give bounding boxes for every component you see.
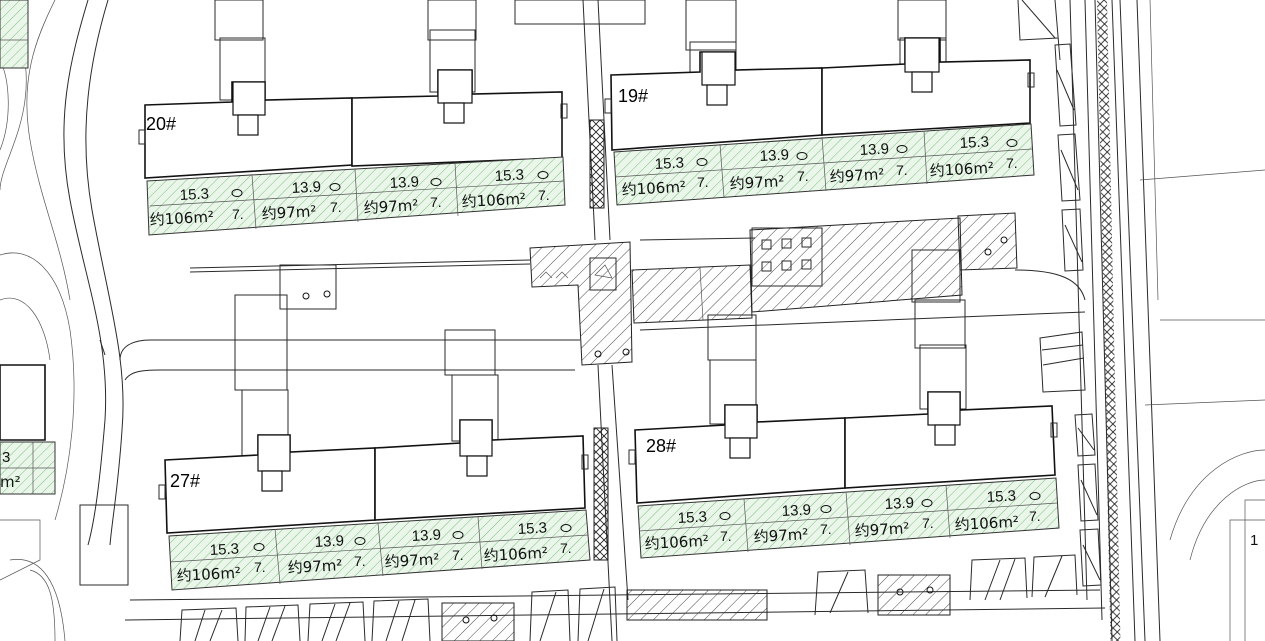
unit-area: 约97m² [854, 519, 910, 540]
unit-27-3: 13.9 约97m² 7. [384, 526, 463, 571]
unit-area: 约97m² [829, 165, 885, 186]
left-area-label: m² [0, 473, 21, 491]
unit-marker: 7. [330, 199, 342, 215]
building-19: 19# 15.3 约106m² 7. 13.9 约97m² 7. 13.9 约9… [514, 0, 1035, 206]
unit-19-2: 13.9 约97m² 7. [729, 146, 808, 193]
building-20: 20# 15.3 约106m² 7. 13.9 约97m² 7. 13.9 约9… [138, 0, 568, 236]
central-plaza [279, 212, 1018, 366]
unit-marker: 7. [254, 559, 266, 575]
hedge-strips [589, 119, 609, 561]
building-27: 27# 15.3 约106m² 7. 13.9 约97m² 7. 13.9 约9… [158, 294, 591, 591]
building-number-28: 28# [646, 436, 676, 456]
unit-area: 约106m² [644, 532, 709, 553]
unit-28-4: 15.3 约106m² 7. [954, 487, 1040, 534]
unit-28-2: 13.9 约97m² 7. [753, 501, 831, 546]
unit-dimension: 15.3 [677, 508, 707, 527]
unit-dimension: 15.3 [986, 487, 1016, 506]
balcony-strip-19 [613, 123, 1035, 206]
unit-area: 约97m² [261, 202, 317, 223]
unit-dimension: 13.9 [314, 532, 344, 551]
unit-area: 约97m² [729, 172, 785, 193]
unit-marker: 7. [797, 168, 809, 184]
unit-marker: 7. [1029, 508, 1041, 524]
unit-marker: 7. [232, 206, 244, 222]
unit-area: 约106m² [149, 208, 214, 229]
unit-28-3: 13.9 约97m² 7. [854, 494, 933, 540]
unit-dimension: 15.3 [209, 540, 239, 559]
unit-marker: 7. [820, 521, 832, 537]
balcony-strip-28 [637, 477, 1060, 559]
balcony-strip-20 [146, 156, 566, 236]
unit-27-2: 13.9 约97m² 7. [287, 532, 365, 577]
unit-marker: 7. [538, 187, 550, 203]
building-number-20: 20# [146, 114, 176, 134]
right-edge-label: 1 [1250, 532, 1258, 549]
unit-28-1: 15.3 约106m² 7. [644, 508, 731, 553]
unit-dimension: 13.9 [781, 501, 811, 520]
unit-marker: 7. [720, 528, 732, 544]
unit-dimension: 13.9 [411, 526, 441, 545]
unit-19-3: 13.9 约97m² 7. [829, 140, 907, 186]
unit-area: 约97m² [753, 525, 809, 546]
unit-marker: 7. [560, 540, 572, 556]
unit-marker: 7. [430, 194, 442, 210]
unit-20-1: 15.3 约106m² 7. [149, 185, 243, 229]
unit-marker: 7. [896, 162, 908, 178]
balcony-strip-27 [168, 509, 591, 591]
unit-27-1: 15.3 约106m² 7. [176, 540, 265, 585]
unit-20-3: 13.9 约97m² 7. [363, 173, 441, 217]
unit-area: 约106m² [176, 564, 241, 585]
unit-dimension: 13.9 [884, 494, 914, 513]
unit-area: 约106m² [929, 159, 994, 180]
unit-20-2: 13.9 约97m² 7. [261, 178, 341, 223]
unit-marker: 7. [922, 515, 934, 531]
unit-dimension: 13.9 [389, 173, 419, 192]
unit-19-1: 15.3 约106m² 7. [621, 154, 708, 199]
unit-area: 约106m² [954, 513, 1019, 534]
unit-marker: 7. [354, 553, 366, 569]
unit-dimension: 13.9 [859, 140, 889, 159]
building-number-19: 19# [618, 86, 648, 106]
unit-dimension: 13.9 [759, 146, 789, 165]
partial-building-left: 3 m² [0, 0, 129, 586]
unit-area: 约106m² [461, 190, 526, 211]
unit-area: 约97m² [384, 550, 440, 571]
unit-dimension: 15.3 [959, 133, 989, 152]
building-number-27: 27# [170, 471, 200, 491]
unit-area: 约97m² [363, 196, 419, 217]
unit-marker: 7. [452, 547, 464, 563]
building-28: 28# 15.3 约106m² 7. 13.9 约97m² 7. 13.9 约9… [628, 299, 1060, 559]
parking-stalls [179, 0, 1102, 641]
unit-area: 约106m² [483, 544, 548, 565]
unit-marker: 7. [1006, 155, 1018, 171]
left-dim-label: 3 [2, 449, 10, 466]
unit-19-4: 15.3 约106m² 7. [929, 133, 1017, 180]
unit-dimension: 15.3 [517, 519, 547, 538]
unit-dimension: 15.3 [654, 154, 684, 173]
unit-area: 约97m² [287, 556, 343, 577]
unit-20-4: 15.3 约106m² 7. [461, 166, 549, 211]
unit-27-4: 15.3 约106m² 7. [483, 519, 571, 565]
unit-dimension: 15.3 [494, 166, 524, 185]
unit-dimension: 13.9 [291, 178, 321, 197]
unit-dimension: 15.3 [179, 185, 209, 204]
unit-marker: 7. [697, 174, 709, 190]
unit-area: 约106m² [621, 178, 686, 199]
